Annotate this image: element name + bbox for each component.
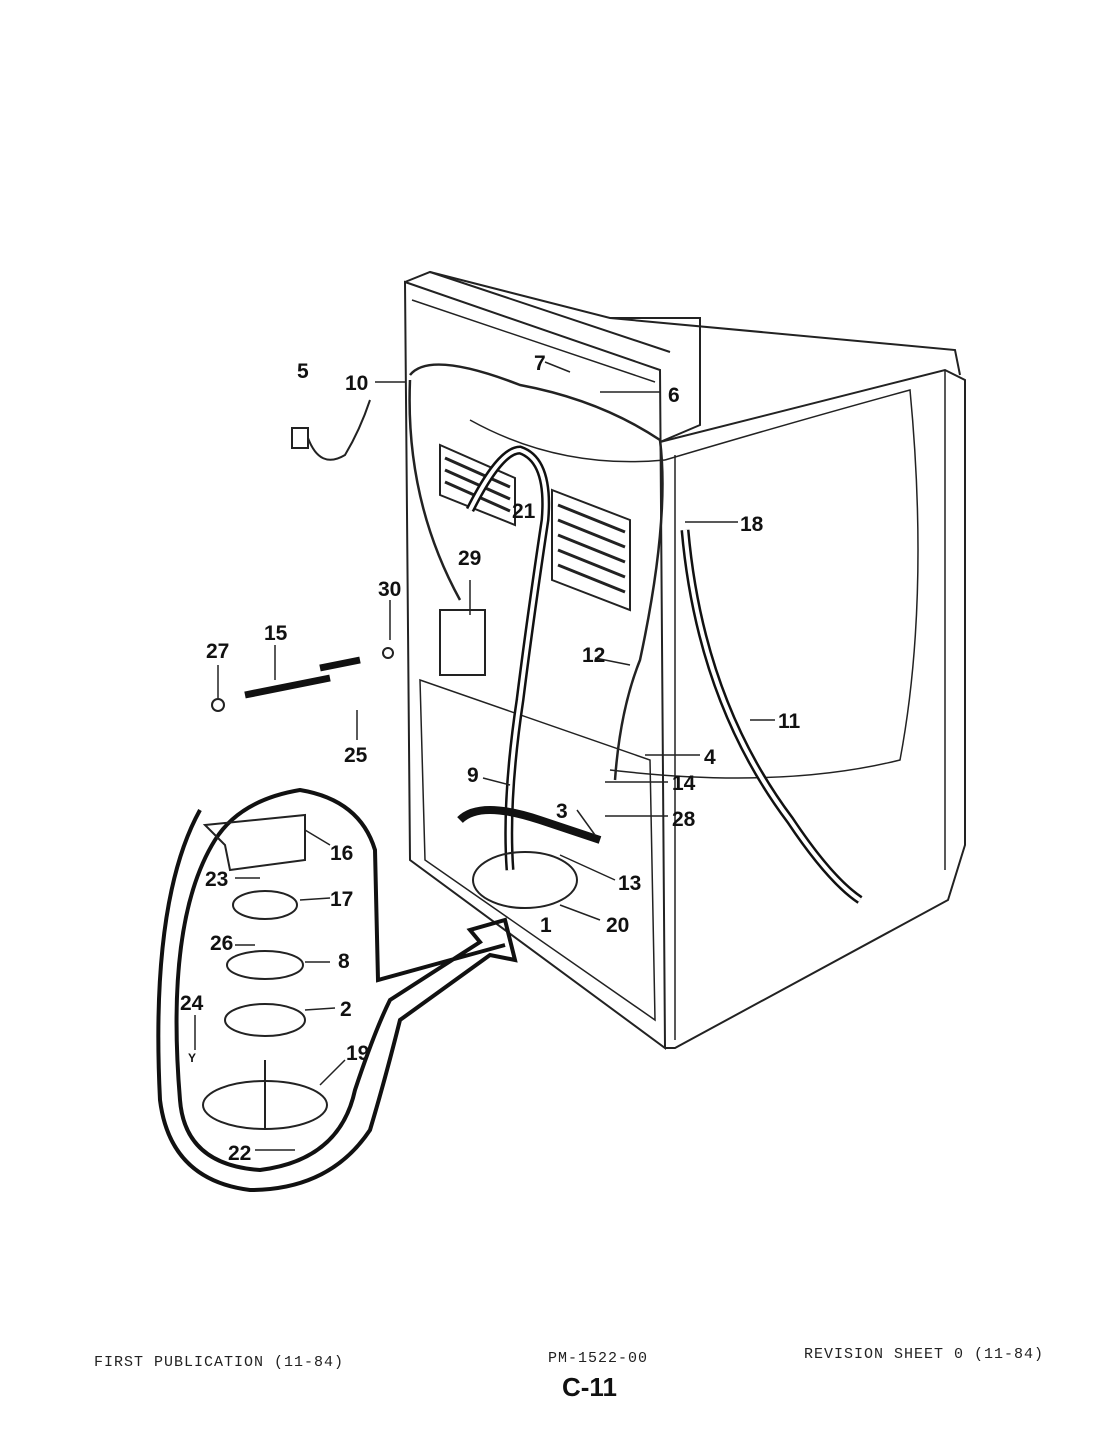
callout-16: 16: [330, 842, 353, 865]
lower-access-panel: [419, 678, 656, 1022]
callout-22: 22: [228, 1142, 251, 1165]
footer-revision-sheet: REVISION SHEET 0 (11-84): [804, 1346, 1045, 1363]
callout-24: 24: [180, 992, 204, 1015]
pump-assembly: [472, 851, 578, 909]
callout-3: 3: [556, 800, 568, 823]
callout-10: 10: [345, 372, 368, 395]
drain-hose: [680, 529, 863, 904]
callout-7: 7: [534, 352, 546, 375]
callout-11: 11: [778, 710, 801, 733]
callout-18: 18: [740, 513, 764, 536]
callout-9: 9: [467, 764, 479, 787]
callout-25: 25: [344, 744, 368, 767]
callout-21: 21: [512, 500, 536, 523]
callout-15: 15: [264, 622, 288, 645]
callout-5: 5: [297, 360, 309, 383]
callout-12: 12: [582, 644, 605, 667]
callout-13: 13: [618, 872, 641, 895]
callout-28: 28: [672, 808, 696, 831]
callout-17: 17: [330, 888, 353, 911]
callout-4: 4: [704, 746, 716, 769]
callout-26: 26: [210, 932, 233, 955]
callout-14: 14: [672, 772, 696, 795]
mark-y: Y: [188, 1051, 196, 1065]
callout-2: 2: [340, 998, 352, 1021]
fill-valve-stem: [244, 674, 331, 699]
callout-23: 23: [205, 868, 228, 891]
power-cord: [291, 399, 371, 461]
callout-30: 30: [378, 578, 401, 601]
page-number: C-11: [562, 1372, 617, 1402]
drum-outline: [609, 389, 919, 779]
callout-20: 20: [606, 914, 629, 937]
leader-lines: [194, 361, 775, 1151]
terminal-block: [439, 609, 486, 676]
detail-parts: [202, 813, 328, 1130]
callout-1: 1: [540, 914, 552, 937]
callout-29: 29: [458, 547, 481, 570]
callout-8: 8: [338, 950, 350, 973]
cabinet-side: [659, 368, 966, 1049]
callout-27: 27: [206, 640, 229, 663]
footer-first-publication: FIRST PUBLICATION (11-84): [94, 1354, 345, 1371]
callout-19: 19: [346, 1042, 369, 1065]
exhaust-vent-right: [551, 488, 631, 612]
footer-part-number: PM-1522-00: [548, 1350, 649, 1367]
wiring-harness: [409, 363, 664, 781]
detail-enlargement-loop: [156, 787, 518, 1193]
callout-6: 6: [668, 384, 680, 407]
